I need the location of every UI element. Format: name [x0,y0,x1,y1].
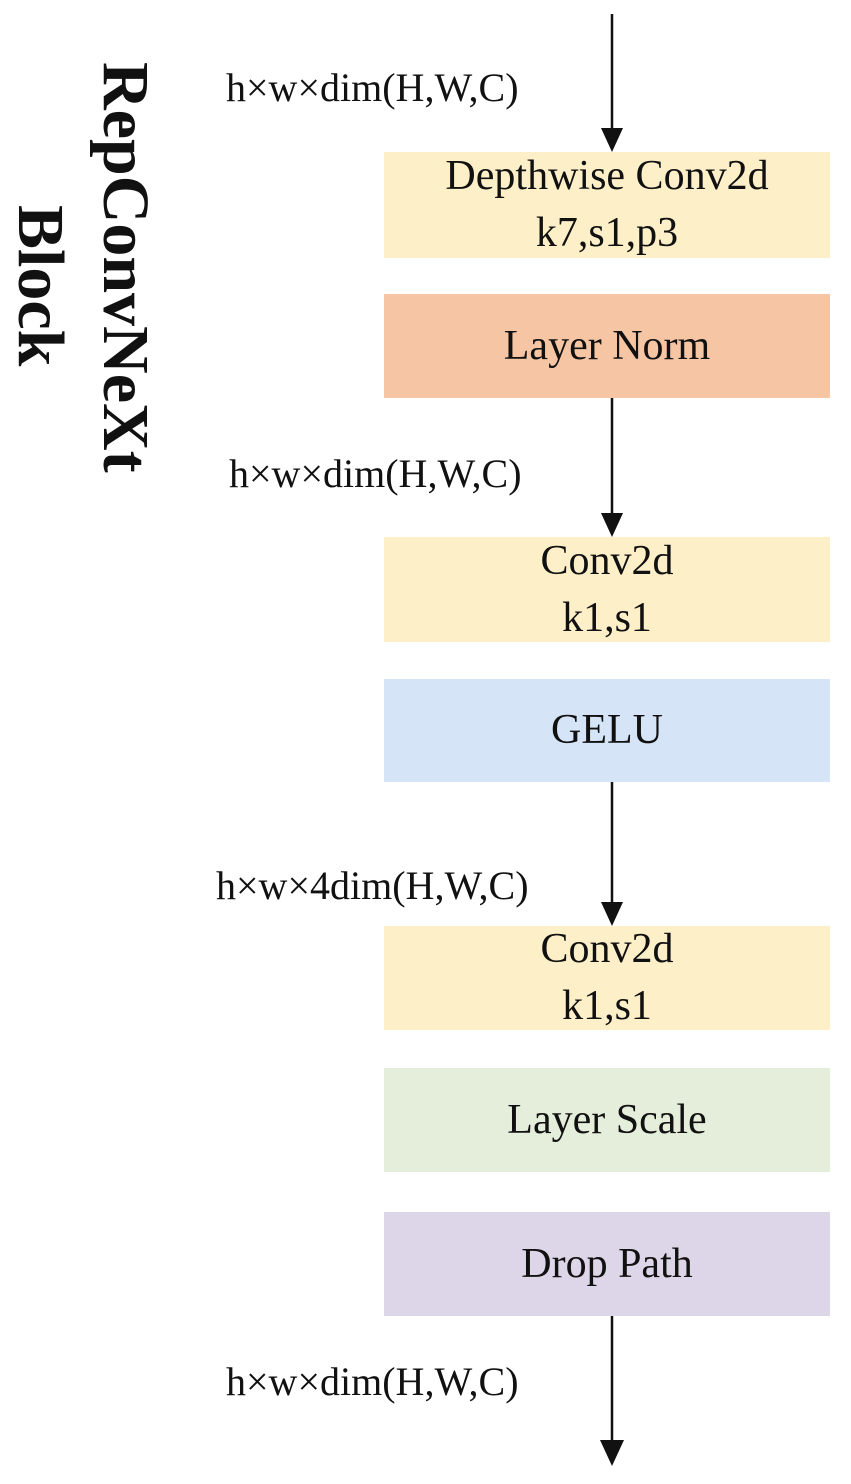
depthwise-conv-params: k7,s1,p3 [535,210,679,256]
conv2d-2-label: Conv2d [540,926,674,972]
block-title-line-1: RepConvNeXt [89,62,162,473]
layer-norm-label: Layer Norm [503,322,711,369]
input-dim-label: h×w×dim(H,W,C) [226,65,519,110]
arrow-output [600,1316,624,1466]
conv2d-block-2: Conv2d k1,s1 [384,926,830,1030]
after-norm-dim-label: h×w×dim(H,W,C) [229,451,522,496]
expanded-dim-label: h×w×4dim(H,W,C) [216,863,529,908]
arrow-norm-to-conv [601,398,623,537]
gelu-block: GELU [384,679,830,782]
layer-scale-block: Layer Scale [384,1068,830,1172]
block-title: RepConvNeXt Block [0,0,162,560]
depthwise-conv-label: Depthwise Conv2d [445,153,769,199]
depthwise-conv-block: Depthwise Conv2d k7,s1,p3 [384,152,830,258]
drop-path-label: Drop Path [521,1240,693,1287]
layer-norm-block: Layer Norm [384,294,830,398]
arrow-gelu-to-conv [601,782,623,926]
gelu-label: GELU [551,707,663,753]
layer-scale-label: Layer Scale [507,1096,707,1143]
drop-path-block: Drop Path [384,1212,830,1316]
conv2d-2-params: k1,s1 [562,983,652,1029]
block-title-line-2: Block [4,205,77,367]
conv2d-1-label: Conv2d [540,537,674,584]
arrow-input [601,14,623,152]
conv2d-1-params: k1,s1 [562,594,652,641]
output-dim-label: h×w×dim(H,W,C) [226,1359,519,1404]
conv2d-block-1: Conv2d k1,s1 [384,537,830,642]
